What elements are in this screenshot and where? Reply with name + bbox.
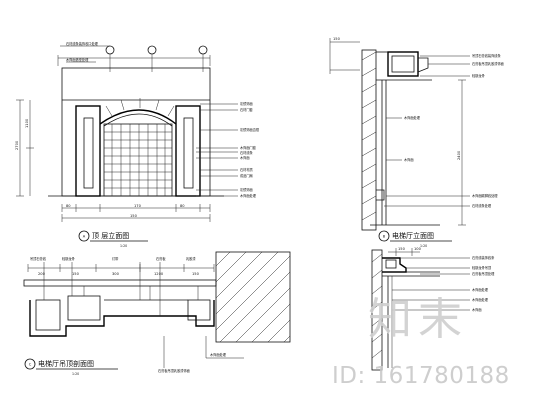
view-b-title: 电梯厅立面图	[392, 231, 434, 240]
view-c-callout: 灯带	[112, 256, 119, 261]
view-c-id: C	[29, 363, 32, 367]
view-b-callout: 木饰面	[404, 157, 414, 162]
view-d-section: 150 100 石膏线装饰线条 轻钢龙骨吊顶 石膏板吊顶处理 木饰面处理 木饰面…	[371, 247, 495, 371]
view-c-dimension: 300	[112, 272, 120, 276]
view-a-dimension: 80	[66, 204, 71, 208]
view-b-dimension: 2400	[457, 150, 461, 160]
view-c-callout: 石膏板	[156, 256, 166, 261]
view-a-elevation: A 顶 层立面图 1:20 石材线条装饰收口处理 木饰面造型处理 灰镜饰面 石材…	[15, 41, 260, 248]
view-d-callout: 木饰面	[472, 307, 482, 312]
view-a-marker	[78, 230, 90, 242]
view-b-marker	[378, 230, 390, 242]
view-a-title: 顶 层立面图	[92, 231, 129, 240]
view-b-scale: 1:20	[420, 244, 427, 248]
view-a-dimension: 80	[180, 204, 185, 208]
view-a-dimension: 2700	[15, 140, 19, 150]
grid-marker	[105, 45, 115, 55]
view-a-callout: 木饰面造型处理	[66, 57, 89, 62]
view-a-dimension: 170	[134, 204, 142, 208]
view-c-scale: 1:20	[72, 372, 79, 376]
view-a-scale: 1:20	[120, 244, 127, 248]
view-a-dimension: 150	[130, 214, 138, 218]
view-d-dimension: 150	[398, 247, 406, 251]
view-b-section: 吊顶石膏线装饰线条 石膏板吊顶乳胶漆饰面 轻钢龙骨 木饰面处理 木饰面 木饰面踢…	[329, 37, 504, 248]
view-c-title: 电梯厅吊顶剖面图	[38, 359, 94, 368]
view-a-id: A	[83, 235, 86, 239]
watermark-id: ID: 161780188	[332, 363, 510, 389]
view-c-section: 吊顶石膏线 轻钢龙骨 灯带 石膏板 乳胶漆 石膏板吊顶乳胶漆饰面 木饰面处理 2…	[23, 251, 291, 376]
patterned-panel	[103, 123, 173, 197]
view-d-callout: 轻钢龙骨吊顶	[472, 265, 492, 270]
view-b-callout: 木饰面踢脚线处理	[472, 193, 498, 198]
view-c-callout: 木饰面处理	[210, 352, 227, 357]
view-a-callout: 石材材质	[240, 167, 254, 172]
view-a-callout: 灰镜饰面边框	[240, 127, 260, 132]
watermark-logo: 知末	[368, 294, 468, 345]
view-c-dimension: 150	[72, 272, 80, 276]
view-b-callout: 石材线条处理	[472, 203, 492, 208]
view-d-dimension: 100	[414, 247, 422, 251]
grid-marker	[147, 45, 157, 55]
view-c-dimension: 150	[192, 272, 200, 276]
view-a-callout: 石材门套	[240, 107, 254, 112]
view-c-callout: 轻钢龙骨	[62, 256, 75, 261]
view-c-marker	[24, 358, 36, 370]
view-d-callout: 木饰面处理	[472, 287, 489, 292]
view-b-callout: 木饰面处理	[404, 115, 421, 120]
view-b-id: B	[383, 235, 386, 239]
view-a-callout: 木饰面	[240, 155, 250, 160]
view-a-callout: 木饰面门套	[240, 145, 257, 150]
view-b-dimension: 150	[333, 37, 341, 41]
view-c-dimension: 200	[38, 272, 46, 276]
view-c-callout: 吊顶石膏线	[30, 256, 47, 261]
view-a-callout: 石材线条	[240, 150, 254, 155]
view-c-callout: 石膏板吊顶乳胶漆饰面	[158, 368, 190, 373]
view-a-callout: 成品门扇	[240, 173, 253, 178]
view-a-callout: 石材线条装饰收口处理	[66, 41, 99, 46]
view-a-callout: 灰镜饰面	[240, 187, 253, 192]
grid-marker	[198, 45, 208, 55]
view-d-callout: 石膏板吊顶处理	[472, 271, 495, 276]
view-b-callout: 石膏板吊顶乳胶漆饰面	[472, 61, 504, 66]
view-a-dimension: 1100	[25, 118, 29, 128]
view-b-callout: 轻钢龙骨	[472, 73, 485, 78]
view-c-dimension: 1200	[154, 272, 164, 276]
view-a-callout: 灰镜饰面	[240, 101, 253, 106]
view-d-callout: 石膏线装饰线条	[472, 255, 495, 260]
view-d-callout: 木饰面处理	[472, 297, 489, 302]
view-b-callout: 吊顶石膏线装饰线条	[472, 53, 501, 58]
view-a-callout: 木饰面处理	[240, 193, 257, 198]
view-c-callout: 乳胶漆	[186, 256, 196, 261]
